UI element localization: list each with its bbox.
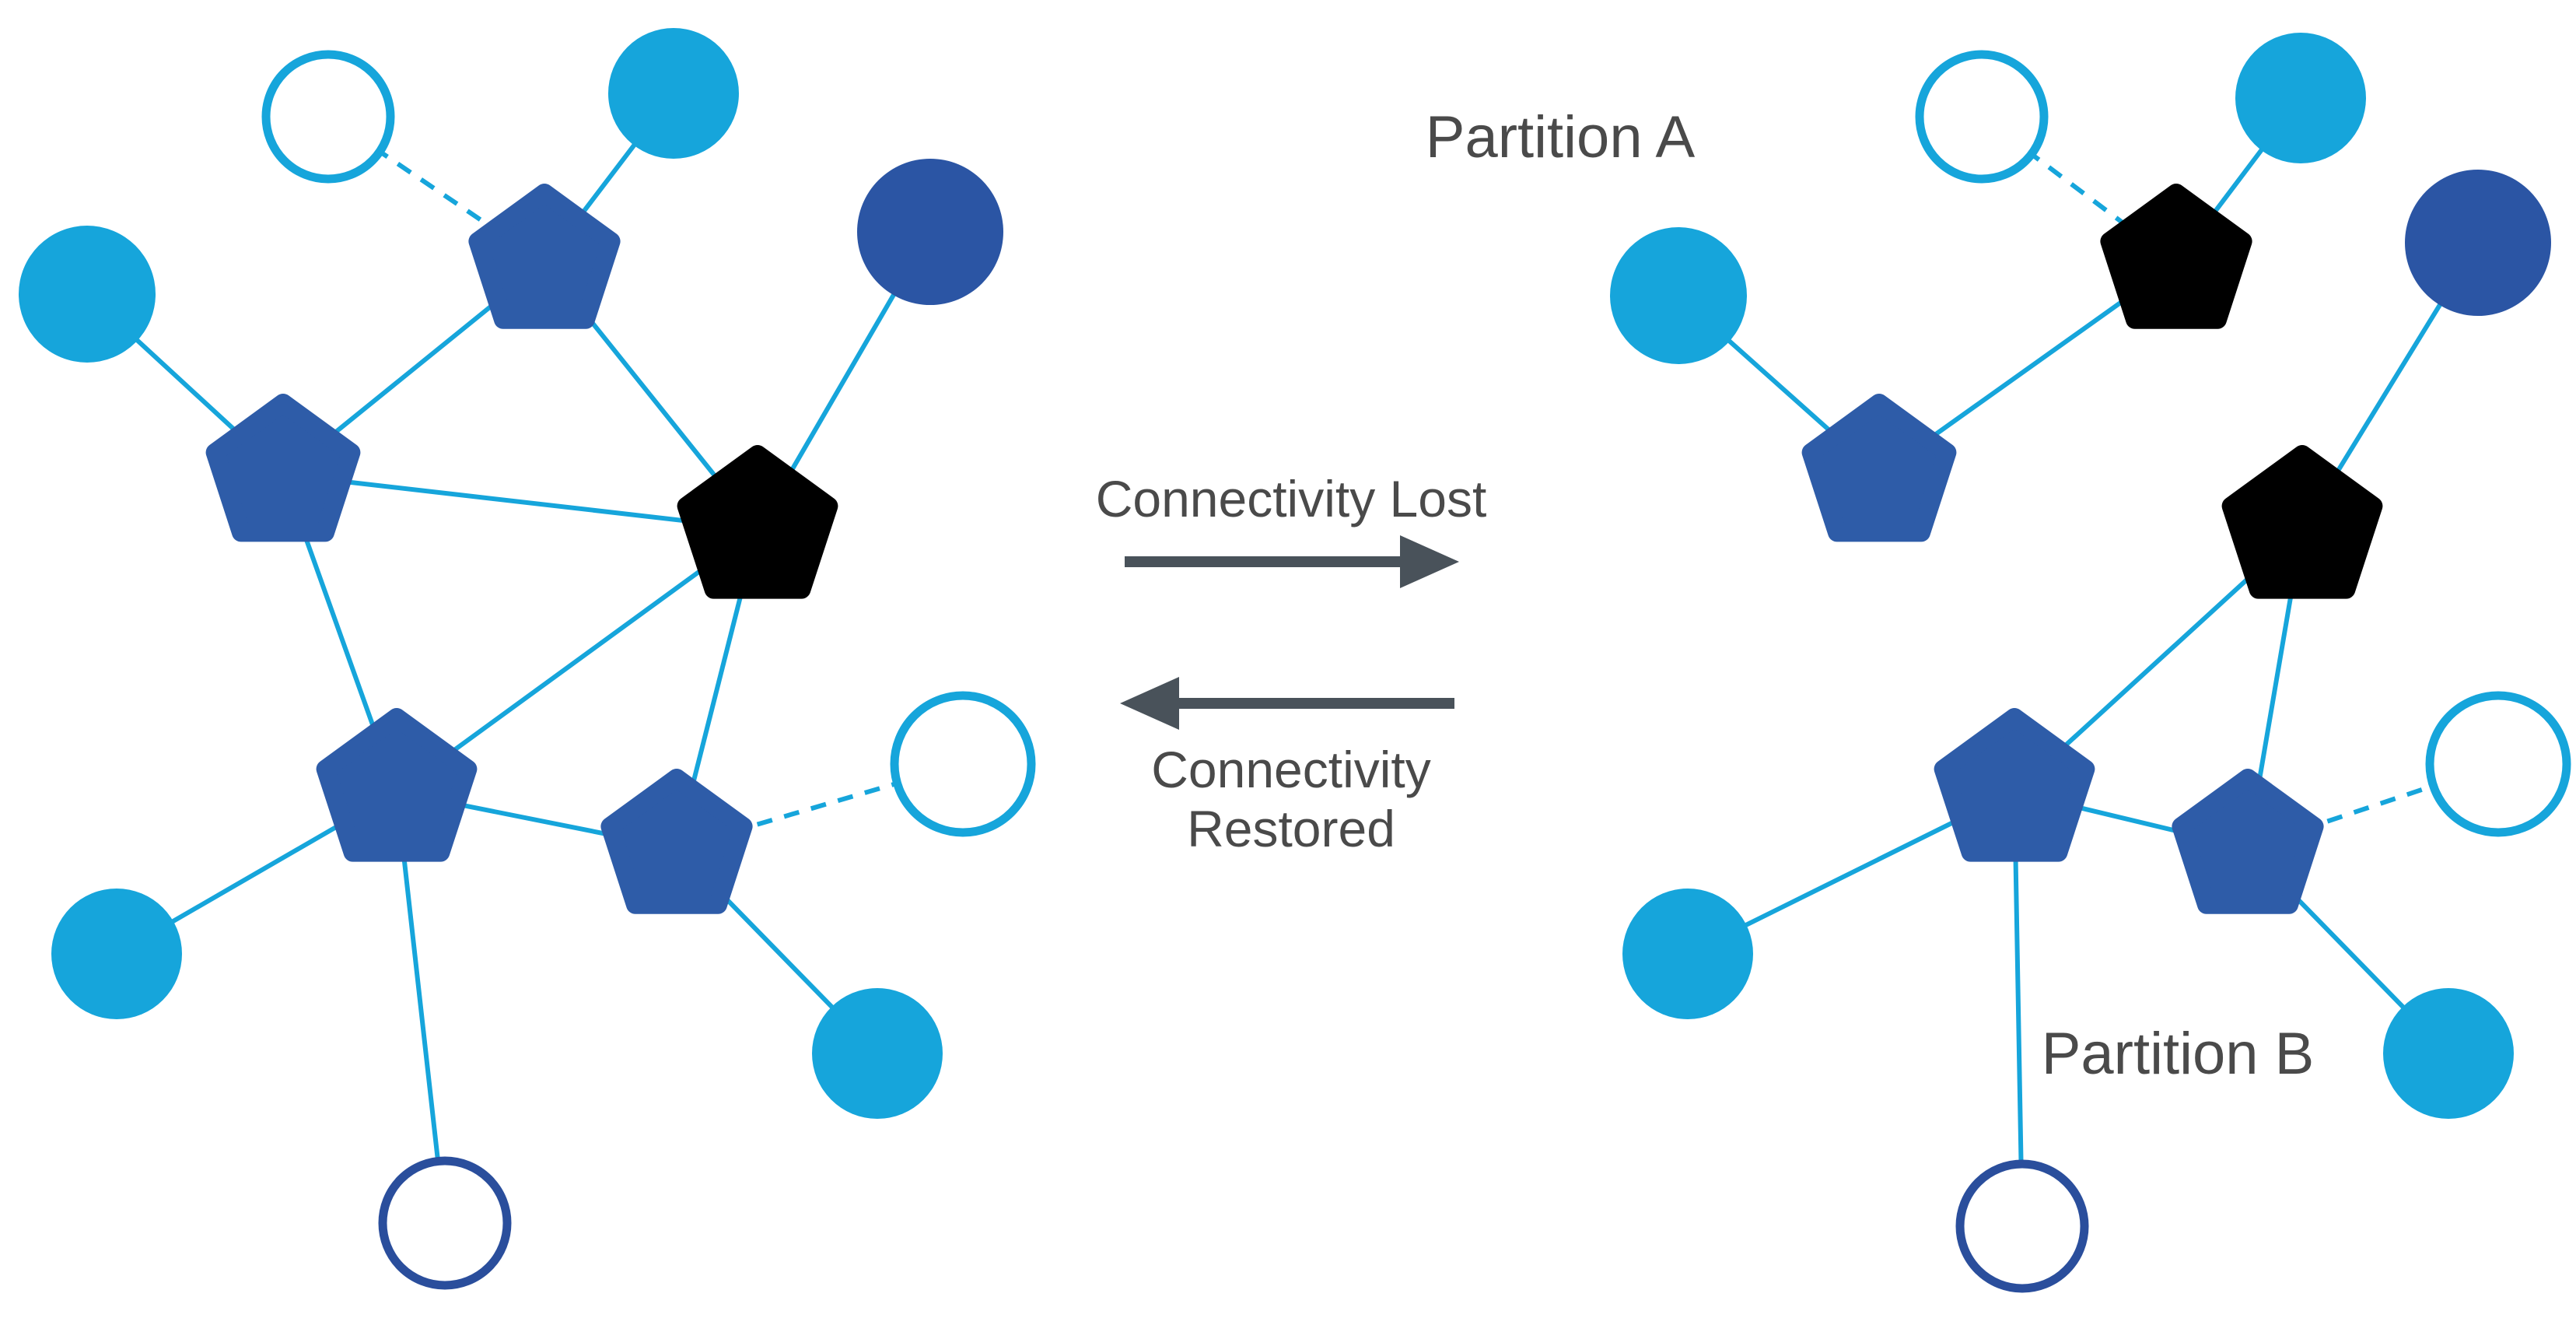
node-rc7-circle-cyan [2383,988,2514,1119]
left-network-graph [19,28,1036,1290]
node-rc8-circle-outline-navy [1955,1159,2089,1293]
node-c2-circle-cyan [608,28,739,159]
node-rc5-circle-outline-cyan [2425,691,2571,837]
node-rp2-pentagon-blue [1801,394,1957,542]
connectivity-lost-arrow [1125,535,1459,588]
connectivity-restored-label-line2: Restored [1187,800,1395,857]
node-rp4-pentagon-blue [1934,708,2095,862]
node-c1-circle-outline-cyan [261,50,395,184]
arrow-head-left [1120,677,1179,730]
arrow-head-right [1400,535,1459,588]
node-rp5-pentagon-blue [2172,769,2324,914]
node-rp3-pentagon-black [2221,445,2383,599]
node-p3-pentagon-black [677,445,838,599]
node-rc4-circle-cyan [1610,227,1747,364]
connectivity-restored-arrow [1120,677,1454,730]
partition-a-label: Partition A [1426,104,1696,170]
edge-p5-c5-dashed [676,762,964,850]
node-p5-pentagon-blue [600,769,753,914]
edge-p3-p4 [395,527,759,794]
node-rc3-circle-navy [2405,170,2551,316]
node-rc6-circle-cyan [1622,889,1753,1019]
node-rp1-pentagon-black [2100,184,2252,329]
edge-p4-c8 [394,791,447,1224]
node-c7-circle-cyan [812,988,943,1119]
node-c3-circle-navy [857,159,1003,305]
node-c8-circle-outline-navy [378,1156,512,1290]
partition-b-label: Partition B [2042,1021,2315,1087]
node-p2-pentagon-blue [205,394,361,542]
node-rc2-circle-cyan [2235,33,2366,163]
edge-p2-p3 [282,472,758,531]
node-c4-circle-cyan [19,226,156,363]
connectivity-restored-label-line1: Connectivity [1151,741,1431,798]
node-rc1-circle-outline-cyan [1915,50,2049,184]
edge-rp4-rc8 [2012,791,2025,1227]
node-p1-pentagon-blue [468,184,621,329]
right-network-graph [1610,33,2571,1293]
node-p4-pentagon-blue [316,708,478,862]
node-c6-circle-cyan [51,889,182,1019]
connectivity-lost-label: Connectivity Lost [1096,470,1487,528]
node-c5-circle-outline-cyan [890,691,1036,837]
